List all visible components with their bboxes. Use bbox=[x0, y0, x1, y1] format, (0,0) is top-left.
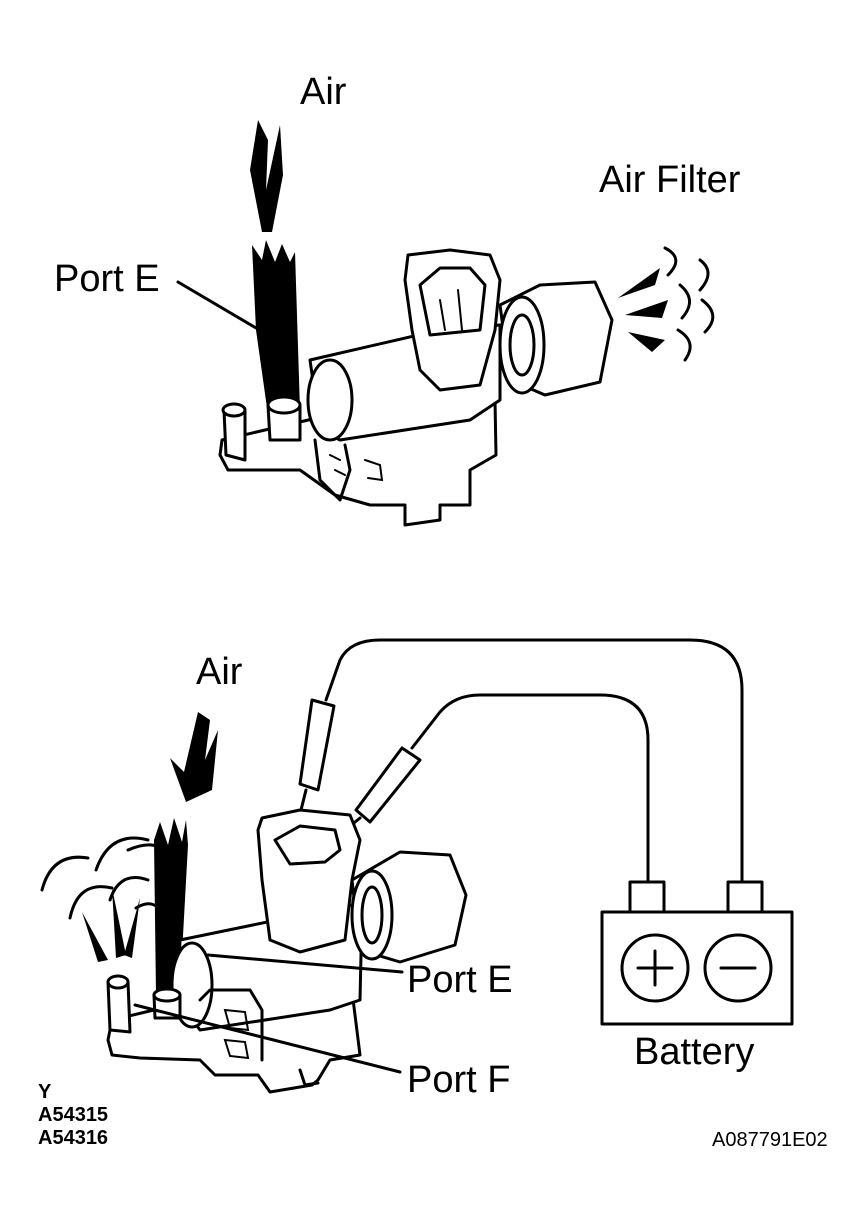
port-f-leader-line bbox=[133, 1003, 402, 1074]
code-a54316: A54316 bbox=[38, 1127, 108, 1149]
vsv-valve-top bbox=[218, 248, 614, 527]
air-filter-label: Air Filter bbox=[599, 159, 741, 201]
port-f-label: Port F bbox=[407, 1059, 510, 1101]
figure-id: A087791E02 bbox=[712, 1129, 828, 1151]
air-column bbox=[252, 240, 300, 415]
port-e-label: Port E bbox=[54, 258, 160, 300]
port-e-leader-line bbox=[206, 953, 404, 974]
air-label: Air bbox=[196, 651, 243, 693]
figure-codes: Y A54315 A54316 A087791E02 bbox=[38, 1081, 828, 1151]
code-a54315: A54315 bbox=[38, 1104, 108, 1126]
air-inflow-arrow-icon bbox=[170, 712, 218, 802]
port-e-leader-line bbox=[176, 280, 270, 337]
code-y: Y bbox=[38, 1081, 52, 1103]
battery-wires bbox=[324, 638, 744, 884]
vsv-valve-bottom bbox=[106, 808, 468, 1094]
battery-label: Battery bbox=[634, 1031, 754, 1073]
battery-icon bbox=[600, 880, 794, 1026]
air-inflow-arrow-icon bbox=[250, 120, 283, 232]
port-e-label: Port E bbox=[407, 959, 513, 1001]
bottom-figure: Air Port E Port F Battery bbox=[40, 638, 794, 1101]
exhaust-air-icon bbox=[40, 836, 172, 962]
air-label: Air bbox=[300, 71, 347, 113]
exhaust-air-icon bbox=[618, 246, 715, 362]
top-figure: Air Port E Air Filter bbox=[54, 71, 741, 527]
